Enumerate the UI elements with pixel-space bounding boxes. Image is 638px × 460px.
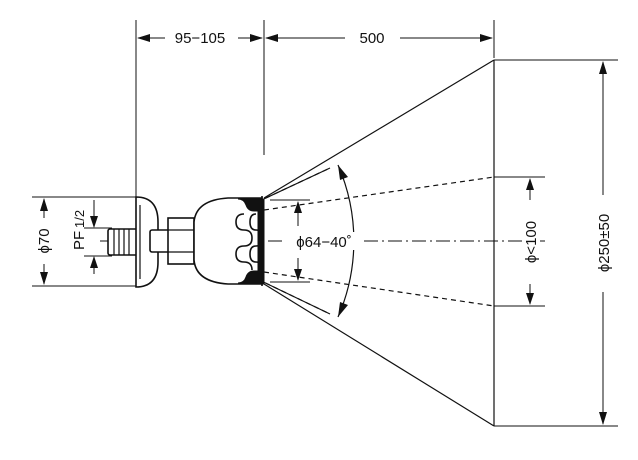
nozzle-offset-label: 95−105 xyxy=(175,30,225,47)
dimension-inner-diameter: ϕ<100 xyxy=(522,178,540,305)
dimension-body-diameter: ϕ70 xyxy=(36,198,53,285)
thread-size-label: 1/2 xyxy=(72,210,87,228)
dimension-outer-diameter: ϕ250±50 xyxy=(595,61,613,425)
inner-diameter-label: ϕ<100 xyxy=(523,221,540,263)
outer-diameter-label: ϕ250±50 xyxy=(596,214,613,272)
extension-lines xyxy=(32,20,618,427)
spray-distance-label: 500 xyxy=(359,30,384,47)
nozzle-body xyxy=(107,196,265,288)
spray-cone-outer xyxy=(263,59,495,427)
spray-angle-label: ϕ64−40˚ xyxy=(296,234,352,251)
thread-label: PF xyxy=(71,231,88,250)
dimension-nozzle-offset: 95−105 xyxy=(137,30,263,47)
body-diameter-label: ϕ70 xyxy=(36,228,53,253)
dimension-spray-angle: ϕ64−40˚ xyxy=(286,201,360,281)
dimension-thread: PF 1/2 xyxy=(71,200,98,274)
dimension-spray-distance: 500 xyxy=(265,30,493,47)
